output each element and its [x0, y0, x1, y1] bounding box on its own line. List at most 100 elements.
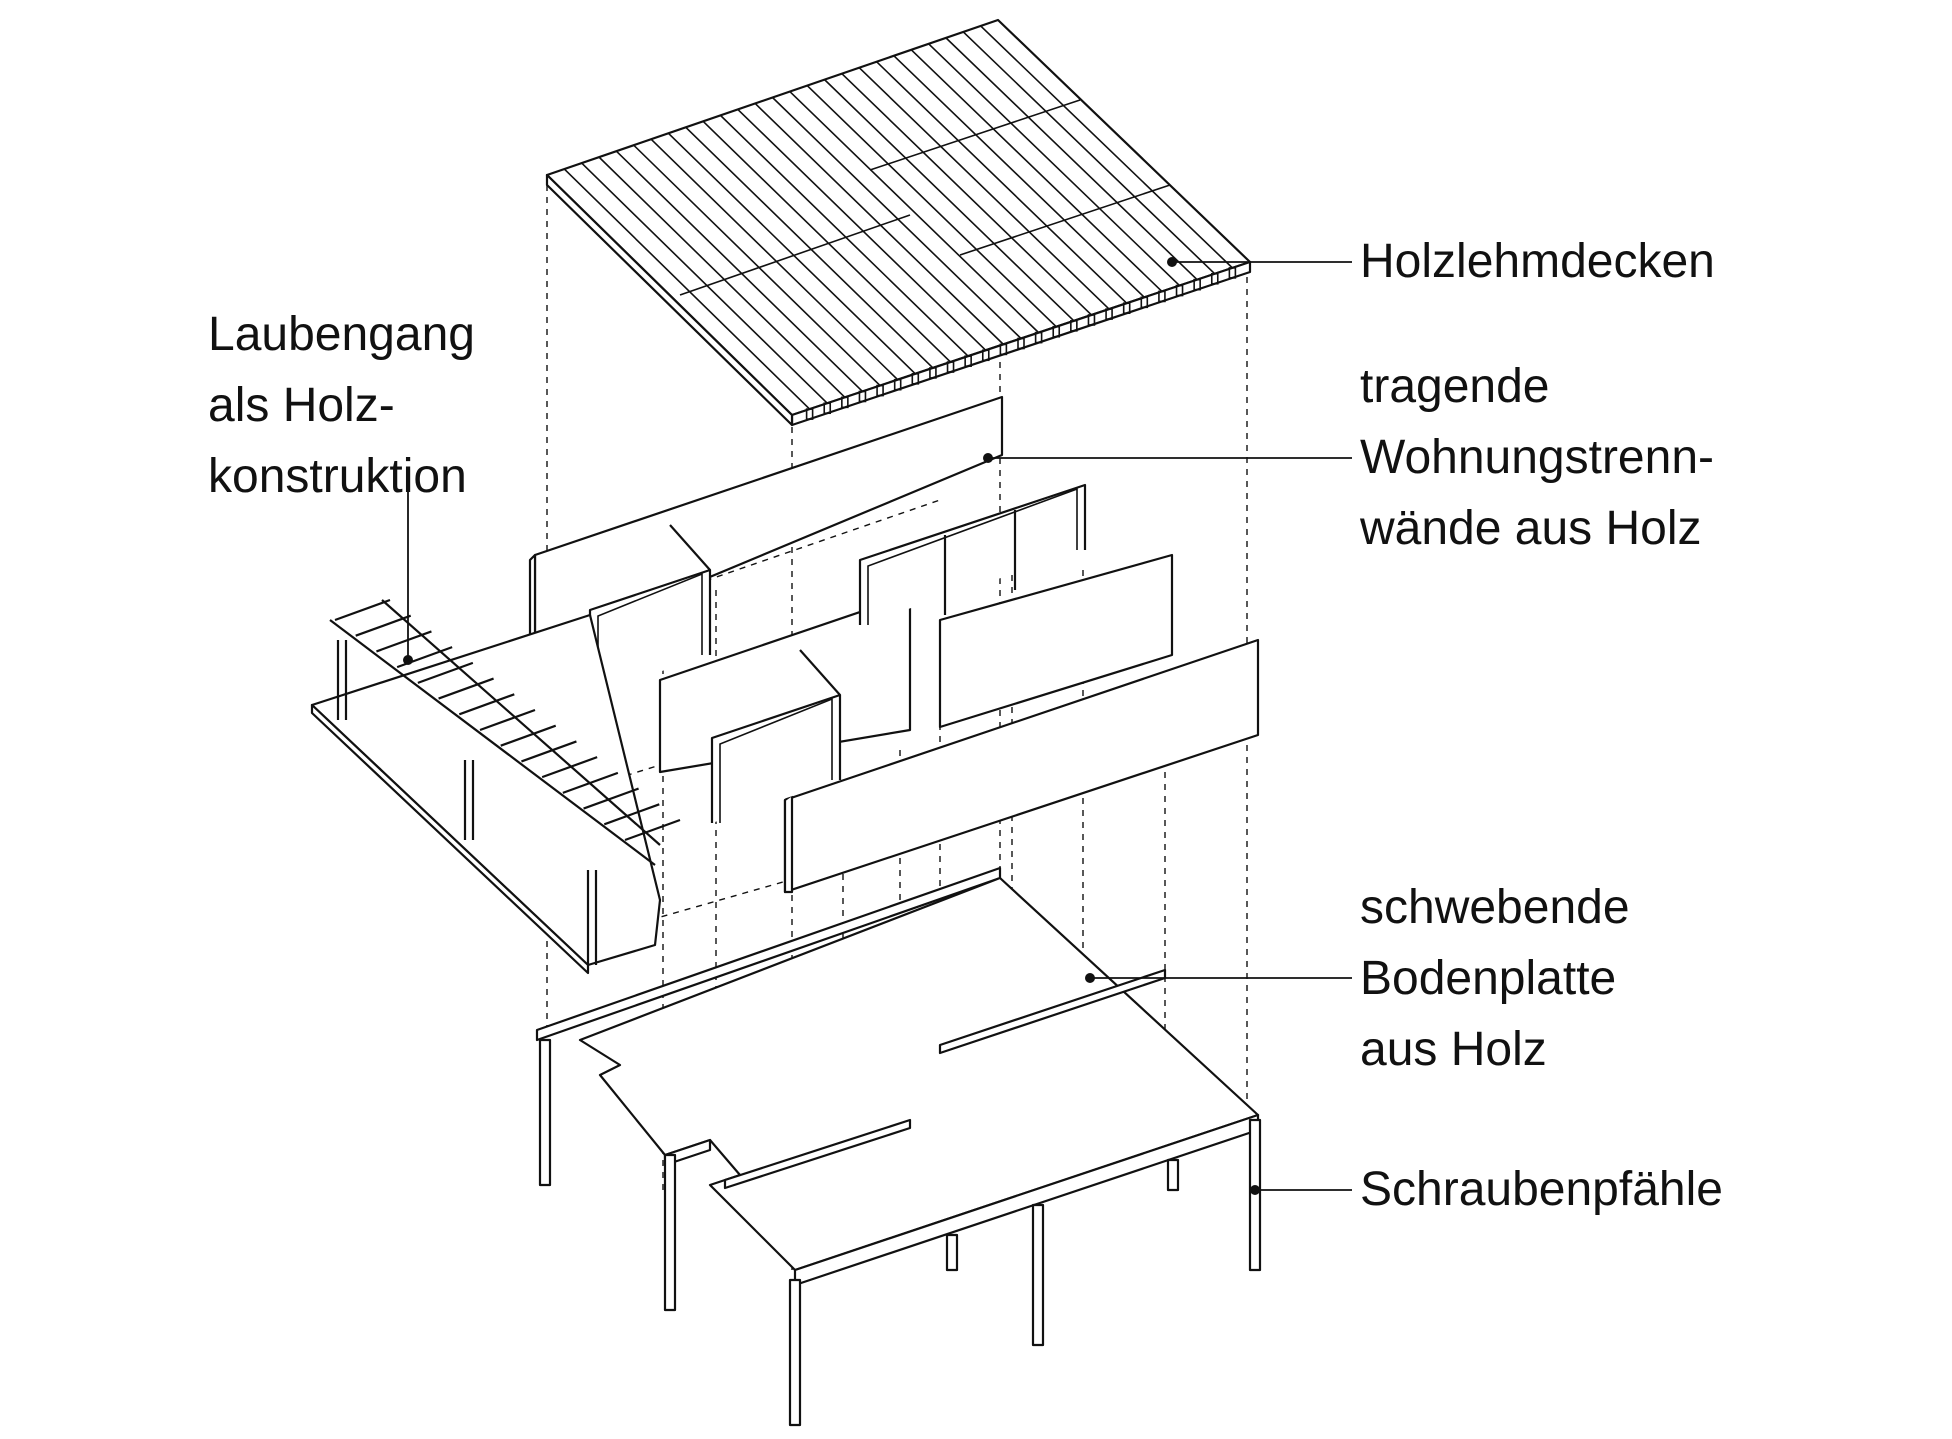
walkway-rung [417, 661, 474, 684]
ceiling-plank-end [823, 402, 832, 415]
ceiling-plank-end [893, 378, 902, 391]
walkway-rung [521, 740, 577, 763]
ceiling-plank-end [1034, 331, 1043, 344]
ceiling-plank-joint [876, 61, 1128, 304]
ceiling-slab [545, 18, 1252, 427]
ceiling-plank-end [1175, 284, 1184, 297]
walkway-rail [329, 619, 656, 866]
ceiling-plank-joint [702, 120, 952, 363]
walkway-rung [355, 614, 412, 637]
walkway-rung [500, 724, 557, 747]
screw-pile [1166, 1158, 1180, 1192]
ceiling-plank-joint [823, 79, 1075, 322]
ceiling-plank-joint [754, 102, 1004, 345]
frame-inner [719, 697, 833, 823]
walkway-rung [376, 630, 432, 653]
ceiling-plank-end [1052, 325, 1061, 338]
label-holzlehmdecken: Holzlehmdecken [1360, 226, 1715, 297]
ceiling-plank-end [929, 367, 937, 379]
ceiling-plank-joint [910, 49, 1163, 292]
ceiling-plank-joint [789, 90, 1040, 334]
ceiling-plank-end [1087, 314, 1096, 326]
walkway-rung [458, 693, 515, 716]
label-line: schwebende [1360, 881, 1630, 934]
bearing-walls [528, 395, 1260, 894]
walkway-rung [479, 708, 536, 732]
ceiling-plank-joint [650, 138, 899, 381]
label-line: als Holz- [208, 379, 395, 432]
ceiling-plank-joint [563, 168, 811, 410]
ceiling-plank-end [1228, 267, 1237, 279]
screw-pile [1031, 1203, 1045, 1347]
ceiling-plank-end [911, 373, 920, 385]
ceiling-plank-end [805, 408, 814, 420]
ceiling-plank-end [1070, 320, 1078, 332]
ceiling-plank-end [1158, 290, 1166, 303]
label-line: wände aus Holz [1360, 502, 1702, 555]
ceiling-plank-joint [928, 43, 1181, 287]
label-line: tragende [1360, 360, 1550, 413]
walkway-rung [624, 818, 681, 842]
ceiling-plank-end [841, 396, 849, 409]
ceiling-plank-joint [719, 114, 969, 357]
ceiling-plank-end [858, 390, 867, 403]
ceiling-plank-joint [980, 25, 1233, 269]
ceiling-plank-end [1105, 308, 1113, 320]
ceiling-plank-joint [581, 162, 828, 404]
ceiling-plank-end [999, 343, 1008, 356]
walkway-rung [562, 771, 619, 794]
ceiling-plank-end [946, 361, 955, 373]
label-line: Holzlehmdecken [1360, 235, 1715, 288]
label-line: aus Holz [1360, 1023, 1547, 1076]
label-wohnungstrennwaende: tragende Wohnungstrenn- wände aus Holz [1360, 351, 1714, 564]
ceiling-plank-joint [841, 73, 1093, 316]
label-line: Bodenplatte [1360, 952, 1617, 1005]
label-schraubenpfaehle: Schraubenpfähle [1360, 1154, 1723, 1225]
ceiling-plank-end [964, 355, 972, 367]
ceiling-plank-joint [598, 156, 846, 398]
walkway-rung [603, 803, 660, 826]
label-line: Laubengang [208, 308, 475, 361]
ceiling-plank-end [1193, 278, 1201, 291]
walkway-rung [334, 598, 391, 622]
ceiling-plank-joint [615, 150, 864, 393]
ceiling-plank-end [1210, 272, 1219, 285]
gallery-walkway [310, 598, 681, 975]
screw-pile [945, 1233, 959, 1272]
ceiling-plank-end [1017, 337, 1025, 350]
walkway-rung [583, 787, 639, 810]
label-laubengang: Laubengang als Holz- konstruktion [208, 299, 475, 512]
ceiling-plank-joint [806, 85, 1057, 328]
portal-frames [588, 483, 1087, 823]
ceiling-plank-joint [737, 108, 987, 351]
ceiling-plank-joint [633, 144, 881, 387]
frame-beam [799, 649, 841, 696]
walkway-rung [541, 756, 598, 779]
ceiling-plank-end [1140, 296, 1149, 309]
ceiling-plank-joint [962, 31, 1216, 275]
screw-pile [663, 1153, 677, 1312]
label-line: konstruktion [208, 450, 467, 503]
screw-pile [538, 1038, 552, 1187]
ceiling-plank-end [876, 384, 884, 397]
ceiling-plank-joint [685, 126, 934, 369]
frame-beam [669, 524, 711, 571]
screw-pile [788, 1278, 802, 1427]
ceiling-plank-joint [893, 55, 1145, 298]
walkway-rail [381, 599, 661, 846]
frame [710, 693, 842, 823]
ceiling-plank-end [981, 349, 990, 362]
ceiling-plank-joint [945, 37, 1198, 281]
leader-lines [403, 257, 1352, 1195]
frame [858, 483, 1087, 625]
label-bodenplatte: schwebende Bodenplatte aus Holz [1360, 872, 1630, 1085]
ceiling-plank-end [1122, 302, 1131, 314]
ceiling-plank-joint [771, 96, 1022, 340]
label-line: Schraubenpfähle [1360, 1163, 1723, 1216]
ceiling-plank-joint [667, 132, 916, 375]
walkway-rung [438, 677, 494, 700]
frame-inner [867, 487, 1078, 625]
ceiling-plank-joint [858, 67, 1110, 310]
label-line: Wohnungstrenn- [1360, 431, 1714, 484]
